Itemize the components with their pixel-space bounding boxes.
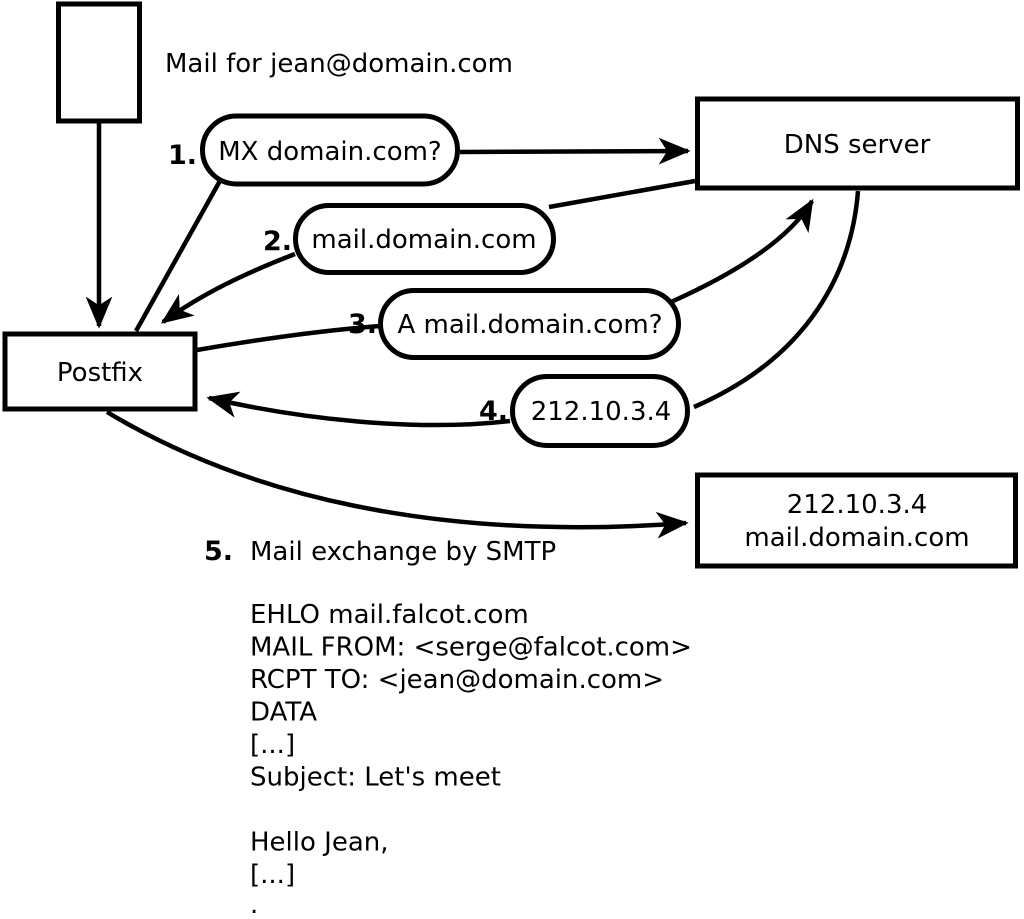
mail-envelope-icon (56, 1, 142, 124)
line-postfix-to-a-query (196, 323, 381, 353)
arrow-a-query-to-dns (670, 198, 814, 305)
step-1-number: 1. (168, 140, 197, 171)
arrow-a-answer-to-postfix (206, 391, 511, 428)
transcript-line: RCPT TO: <jean@domain.com> (250, 665, 664, 695)
line-postfix-to-mx-query (134, 177, 223, 333)
step-3-number: 3. (348, 309, 377, 340)
transcript-line: EHLO mail.falcot.com (250, 600, 529, 630)
pill-a-query (378, 288, 681, 360)
dns-server-label: DNS server (784, 130, 931, 160)
mail-server-box (695, 472, 1018, 569)
mail-server-host-label: mail.domain.com (744, 523, 969, 553)
step-4-number: 4. (479, 396, 508, 427)
smtp-transcript: EHLO mail.falcot.com MAIL FROM: <serge@f… (250, 600, 692, 919)
arrow-mx-answer-to-postfix (160, 251, 296, 324)
transcript-line: Subject: Let's meet (250, 763, 501, 793)
step-2-number: 2. (263, 226, 292, 257)
a-answer-label: 212.10.3.4 (531, 397, 672, 427)
arrow-smtp-exchange (105, 410, 689, 539)
mx-query-label: MX domain.com? (218, 137, 441, 167)
dns-server-box (695, 96, 1020, 191)
transcript-line: MAIL FROM: <serge@falcot.com> (250, 633, 692, 663)
transcript-line: . (250, 890, 258, 919)
smtp-exchange-label: Mail exchange by SMTP (250, 537, 556, 567)
mx-answer-label: mail.domain.com (311, 225, 536, 255)
line-dns-to-a-answer (693, 190, 861, 410)
postfix-box (2, 331, 198, 412)
arrow-mx-query-to-dns (459, 137, 691, 165)
postfix-label: Postfix (57, 358, 143, 388)
transcript-line: [...] (250, 730, 295, 760)
pill-a-answer (510, 374, 690, 448)
mail-server-ip-label: 212.10.3.4 (787, 490, 928, 520)
a-query-label: A mail.domain.com? (398, 310, 663, 340)
transcript-line: [...] (250, 860, 295, 890)
line-dns-to-mx-answer (548, 178, 696, 210)
transcript-line: DATA (250, 698, 317, 728)
pill-mx-query (200, 113, 460, 187)
mail-note-label: Mail for jean@domain.com (165, 49, 513, 79)
pill-mx-answer (293, 203, 556, 275)
transcript-line: Hello Jean, (250, 828, 389, 858)
step-5-number: 5. (204, 536, 233, 567)
